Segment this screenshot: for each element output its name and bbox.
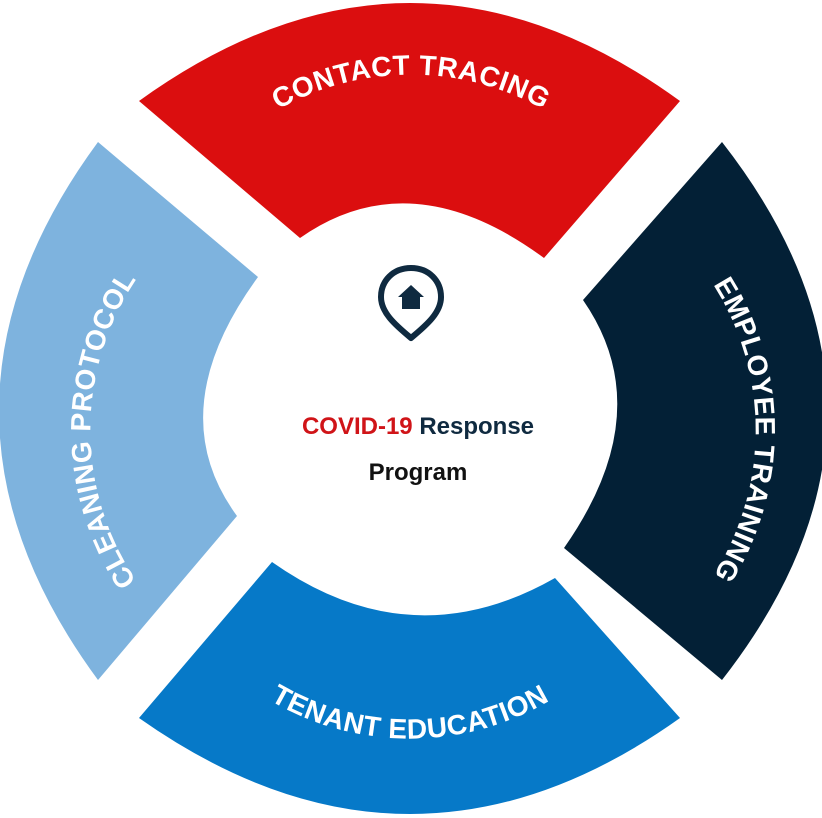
segment-cleaning-protocol	[0, 142, 258, 680]
segment-tenant-education	[139, 562, 680, 814]
center-title: COVID-19 Response	[302, 413, 534, 440]
segment-contact-tracing	[139, 3, 680, 258]
center-title-line2: Program	[369, 459, 468, 486]
segment-employee-training	[564, 142, 822, 680]
center-title-highlight: COVID-19	[302, 413, 413, 440]
home-location-pin-icon	[378, 265, 444, 341]
center-title-rest: Response	[413, 413, 534, 440]
